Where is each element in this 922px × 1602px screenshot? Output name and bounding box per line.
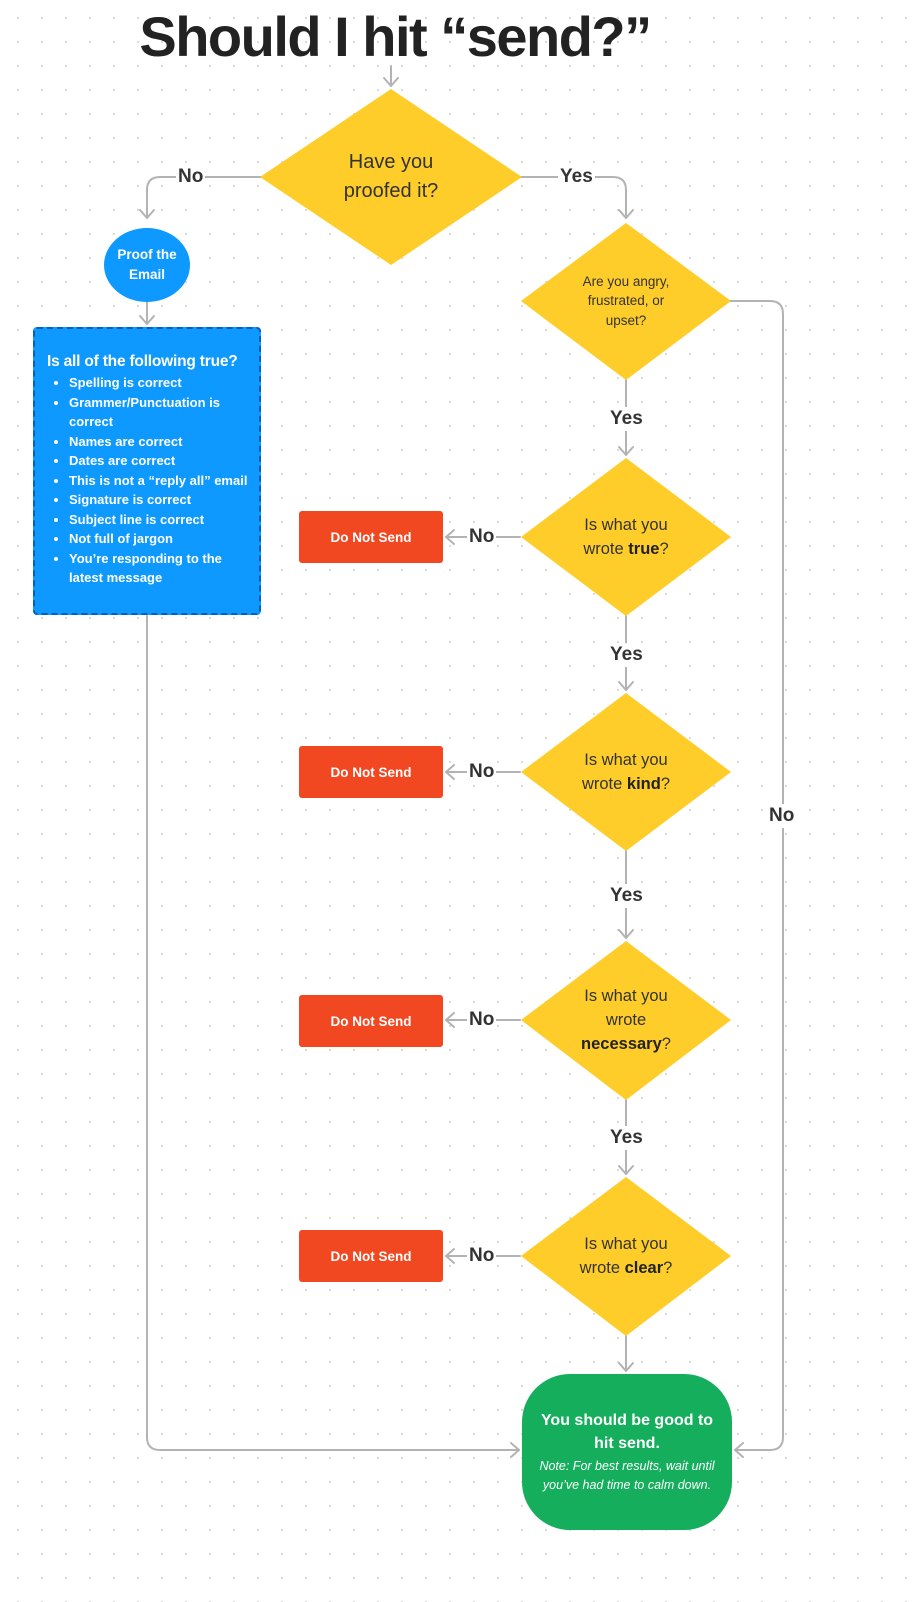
decision-angry-text: Are you angry, frustrated, or upset?: [582, 273, 670, 328]
label-yes: Yes: [608, 884, 645, 908]
goal-text: You should be good to hit send.: [540, 1411, 714, 1452]
checklist-item: You’re responding to the latest message: [69, 549, 251, 588]
checklist-item: Signature is correct: [69, 490, 251, 510]
label-no: No: [467, 1244, 497, 1268]
checklist-heading: Is all of the following true?: [47, 353, 238, 370]
decision-necessary-text: Is what you wrote necessary?: [570, 982, 682, 1058]
checklist-item: Subject line is correct: [69, 510, 251, 530]
do-not-send-box: Do Not Send: [299, 746, 443, 798]
page-title: Should I hit “send?”: [139, 5, 652, 68]
label-yes: Yes: [558, 165, 595, 189]
decision-angry-shape: [521, 223, 731, 380]
decision-kind-shape: [521, 693, 731, 851]
checklist-item: Dates are correct: [69, 451, 251, 471]
label-no: No: [467, 760, 497, 784]
checklist-item: This is not a “reply all” email: [69, 471, 251, 491]
label-no: No: [176, 165, 206, 189]
question-prefix: Is what you wrote: [579, 1235, 668, 1277]
question-prefix: Is what you wrote: [581, 751, 668, 793]
checklist-item: Not full of jargon: [69, 529, 251, 549]
decision-clear-shape: [521, 1177, 731, 1336]
proof-email-label: Proof the Email: [117, 247, 177, 282]
question-suffix: ?: [661, 1035, 671, 1053]
question-suffix: ?: [663, 1259, 673, 1277]
question-keyword: necessary: [581, 1035, 662, 1053]
decision-necessary-shape: [521, 941, 731, 1100]
question-prefix: Is what you wrote: [583, 516, 668, 558]
do-not-send-box: Do Not Send: [299, 511, 443, 563]
question-suffix: ?: [660, 775, 671, 793]
decision-kind-text: Is what you wrote kind?: [570, 745, 682, 799]
label-no: No: [767, 804, 797, 828]
question-prefix: Is what you wrote: [584, 987, 668, 1029]
label-yes: Yes: [608, 407, 645, 431]
checklist-item: Spelling is correct: [69, 373, 251, 393]
question-keyword: true: [628, 540, 660, 558]
decision-true-shape: [521, 458, 731, 616]
decision-true-text: Is what you wrote true?: [570, 510, 682, 564]
goal-note: Note: For best results, wait until you’v…: [539, 1458, 715, 1493]
decision-clear-text: Is what you wrote clear?: [570, 1229, 682, 1283]
label-yes: Yes: [608, 643, 645, 667]
question-keyword: clear: [624, 1259, 664, 1277]
goal-node: You should be good to hit send. Note: Fo…: [522, 1374, 732, 1530]
checklist-item: Grammer/Punctuation is correct: [69, 393, 251, 432]
question-suffix: ?: [659, 540, 669, 558]
decision-proofed-shape: [260, 89, 522, 265]
checklist-items: Spelling is correct Grammer/Punctuation …: [47, 373, 251, 588]
checklist-box: Is all of the following true? Spelling i…: [33, 327, 261, 615]
proof-email-node: Proof the Email: [104, 228, 190, 302]
checklist-item: Names are correct: [69, 432, 251, 452]
label-no: No: [467, 525, 497, 549]
do-not-send-box: Do Not Send: [299, 1230, 443, 1282]
decision-proofed-text: Have you proofed it?: [343, 151, 439, 202]
label-no: No: [467, 1008, 497, 1032]
label-yes: Yes: [608, 1126, 645, 1150]
question-keyword: kind: [626, 775, 661, 793]
do-not-send-box: Do Not Send: [299, 995, 443, 1047]
